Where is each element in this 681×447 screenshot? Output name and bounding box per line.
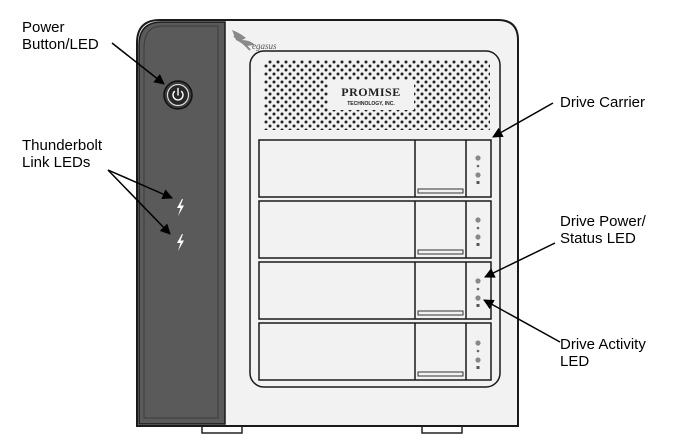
drive-activity-led bbox=[475, 172, 481, 178]
thunderbolt-callout-1 bbox=[107, 169, 173, 200]
thunderbolt-led-2 bbox=[177, 234, 184, 251]
drive-handle bbox=[417, 371, 464, 377]
drive-activity-led bbox=[475, 234, 481, 240]
thunderbolt-icon bbox=[177, 199, 184, 216]
drive-bay[interactable] bbox=[258, 200, 492, 259]
pegasus-logo: egasus bbox=[232, 30, 277, 51]
drive-power-led bbox=[475, 278, 481, 284]
power-icon bbox=[172, 87, 184, 101]
drive-power-callout bbox=[484, 242, 556, 278]
drive-activity-led bbox=[475, 357, 481, 363]
thunderbolt-label: Thunderbolt Link LEDs bbox=[22, 137, 103, 171]
power-button-label: Power Button/LED bbox=[22, 19, 99, 53]
drive-power-led bbox=[475, 155, 481, 161]
drive-bay[interactable] bbox=[258, 322, 492, 381]
drive-carrier-callout bbox=[492, 102, 554, 138]
thunderbolt-callout-2 bbox=[107, 169, 171, 235]
front-panel bbox=[138, 21, 226, 425]
svg-text:TECHNOLOGY, INC.: TECHNOLOGY, INC. bbox=[347, 101, 395, 107]
drive-power-led bbox=[475, 217, 481, 223]
thunderbolt-icon bbox=[177, 234, 184, 251]
drive-activity-callout bbox=[483, 299, 561, 343]
front-panel-bevel bbox=[143, 25, 219, 419]
drive-handle bbox=[417, 249, 464, 255]
power-button-callout bbox=[111, 42, 165, 85]
drive-activity-label: Drive Activity LED bbox=[560, 336, 646, 370]
drive-power-led bbox=[475, 340, 481, 346]
thunderbolt-led-1 bbox=[177, 199, 184, 216]
drive-handle bbox=[417, 188, 464, 194]
power-button[interactable] bbox=[163, 80, 193, 110]
svg-text:egasus: egasus bbox=[252, 41, 277, 51]
drive-carrier-label: Drive Carrier bbox=[560, 94, 646, 111]
promise-logo: PROMISE TECHNOLOGY, INC. bbox=[328, 80, 414, 110]
drive-bay[interactable] bbox=[258, 139, 492, 198]
drive-bay[interactable] bbox=[258, 261, 492, 320]
drive-power-label: Drive Power/ Status LED bbox=[560, 213, 646, 247]
drive-activity-led bbox=[475, 295, 481, 301]
drive-handle bbox=[417, 310, 464, 316]
svg-text:PROMISE: PROMISE bbox=[341, 85, 401, 99]
